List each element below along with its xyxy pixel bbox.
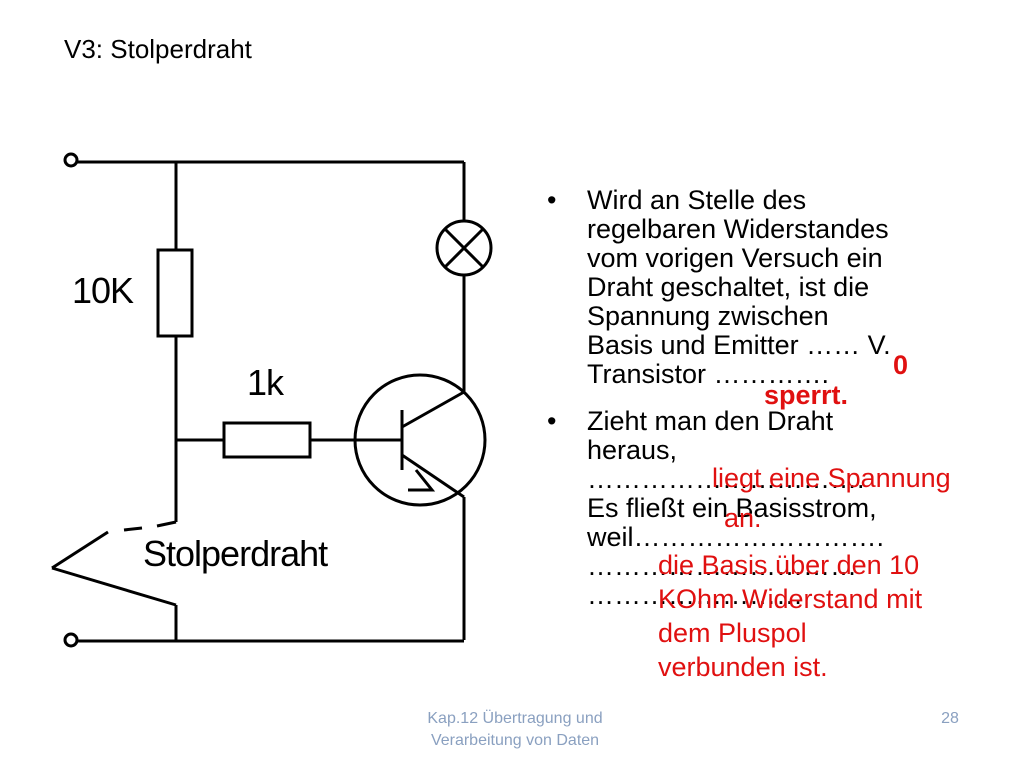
answer-reason-line: dem Pluspol xyxy=(658,618,807,648)
transistor-symbol xyxy=(353,373,487,507)
answer-reason-line: verbunden ist. xyxy=(658,652,828,682)
resistor-10k xyxy=(156,248,194,338)
footer-line: Kap.12 Übertragung und xyxy=(427,710,603,727)
answer-reason-line: KOhm Widerstand mit xyxy=(658,584,923,614)
footer-chapter: Kap.12 Übertragung und Verarbeitung von … xyxy=(390,708,640,752)
bullet-1-line: regelbaren Widerstandes xyxy=(587,214,889,244)
label-10k: 10K xyxy=(72,270,134,311)
bullet-list: • Wird an Stelle des regelbaren Widersta… xyxy=(547,186,987,610)
bullet-2-line: …………………………. xyxy=(587,464,865,494)
bullet-1: • Wird an Stelle des regelbaren Widersta… xyxy=(547,186,987,389)
footer-line: Verarbeitung von Daten xyxy=(430,732,600,749)
label-stolperdraht: Stolperdraht xyxy=(143,533,328,574)
bullet-1-line: Wird an Stelle des xyxy=(587,185,807,215)
answer-applied-line2: an. xyxy=(724,503,762,533)
answer-applied-line1: liegt eine Spannung xyxy=(712,463,951,493)
resistor-1k xyxy=(222,421,312,459)
bullet-2-line: Zieht man den Draht xyxy=(587,406,834,436)
bullet-1-line: Transistor …………. xyxy=(587,359,830,389)
bullet-2: • Zieht man den Draht heraus, …………………………… xyxy=(547,407,987,610)
bullet-2-line: …………………… xyxy=(587,580,803,610)
bullet-1-line: Basis und Emitter …… V. xyxy=(587,330,891,360)
bullet-2-line: weil………………………. xyxy=(587,522,885,552)
slide-title: V3: Stolperdraht xyxy=(64,34,252,64)
bullet-2-line: heraus, xyxy=(587,435,678,465)
label-1k: 1k xyxy=(247,362,284,403)
terminal-bottom xyxy=(63,632,79,648)
emitter-arrow xyxy=(408,469,436,492)
bullet-1-line: vom vorigen Versuch ein xyxy=(587,243,883,273)
bullet-1-line: Draht geschaltet, ist die xyxy=(587,272,870,302)
answer-voltage: 0 xyxy=(893,350,909,380)
answer-reason: die Basis über den 10 KOhm Widerstand mi… xyxy=(658,548,922,684)
answer-state: sperrt. xyxy=(764,380,849,410)
footer-page-number: 28 xyxy=(941,710,959,727)
bullet-2-line: Es fließt ein Basisstrom, xyxy=(587,493,877,523)
answer-reason-line: die Basis über den 10 xyxy=(658,550,920,580)
bullet-1-line: Spannung zwischen xyxy=(587,301,829,331)
bullet-2-line: ………………………… xyxy=(587,551,857,581)
transistor-circuit-diagram xyxy=(51,152,493,648)
terminal-top xyxy=(63,152,79,168)
